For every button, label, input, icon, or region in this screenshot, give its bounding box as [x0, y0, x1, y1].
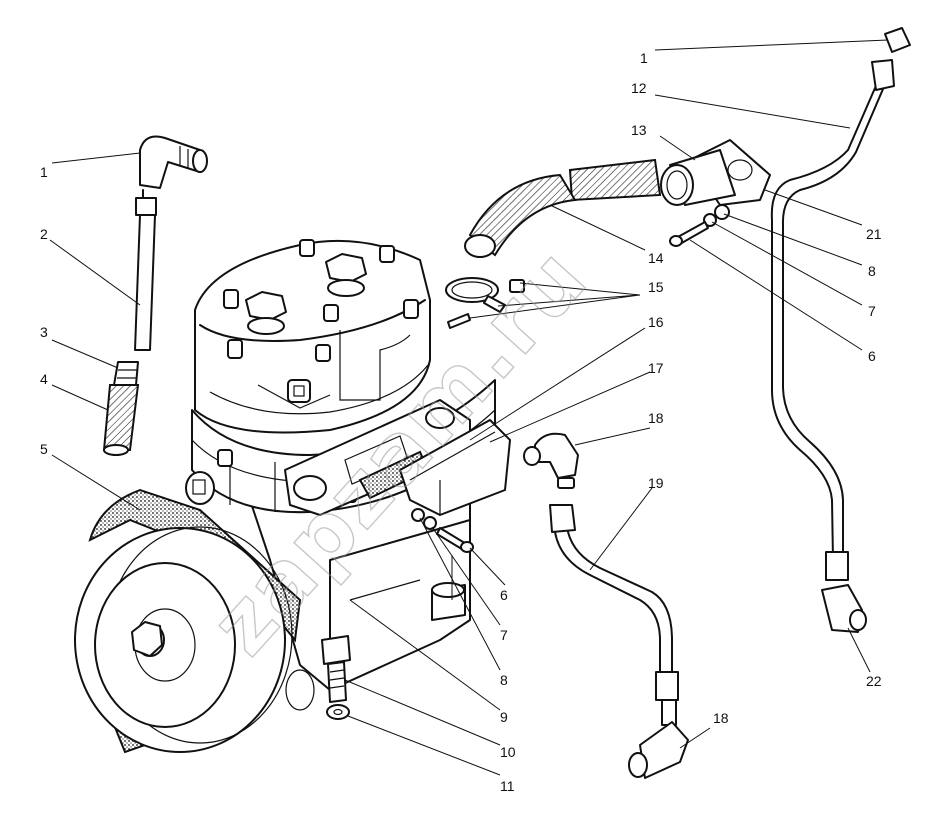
side-plug	[185, 471, 215, 505]
flange-bolt-set-lower	[411, 508, 474, 553]
callout-2: 2	[40, 226, 48, 242]
callout-14: 14	[648, 250, 664, 266]
callout-9: 9	[500, 709, 508, 725]
callout-18: 18	[648, 410, 664, 426]
callout-4: 4	[40, 371, 48, 387]
flange-pipe-13	[660, 149, 736, 206]
callout-11: 11	[500, 778, 515, 794]
callout-22: 22	[866, 673, 882, 689]
cylinder-head	[194, 239, 431, 503]
outlet-pipe-fitting	[399, 419, 511, 516]
callout-1: 1	[40, 164, 48, 180]
elbow-fitting-18-upper	[523, 432, 579, 489]
callout-8: 8	[868, 263, 876, 279]
callout-19: 19	[648, 475, 664, 491]
callout-18: 18	[713, 710, 729, 726]
elbow-fitting-18-lower	[628, 721, 689, 779]
flange-bolt-set-upper	[669, 204, 730, 247]
hose-clamps-15	[445, 277, 525, 329]
head-bolt-nuts	[217, 239, 419, 503]
callout-8: 8	[500, 672, 508, 688]
callout-17: 17	[648, 360, 664, 376]
connecting-pipe-19	[549, 504, 679, 726]
callout-16: 16	[648, 314, 664, 330]
callout-15: 15	[648, 279, 664, 295]
elbow-union-22	[821, 584, 867, 633]
callout-7: 7	[868, 303, 876, 319]
callout-21: 21	[866, 226, 882, 242]
callout-5: 5	[40, 441, 48, 457]
callout-labels: 1 1 2 3 4 5 6 6 7 7 8 8 9 10 11 12 13 14…	[40, 50, 882, 794]
callout-1: 1	[640, 50, 648, 66]
lock-washer	[326, 704, 350, 720]
rubber-hose-14	[464, 158, 662, 258]
hose-clamp-sleeve	[113, 361, 139, 386]
mounting-bolt	[321, 635, 351, 703]
long-pipe-12	[770, 27, 911, 581]
callout-3: 3	[40, 324, 48, 340]
intake-tube	[134, 189, 157, 351]
intake-elbow	[139, 135, 208, 189]
pulley	[74, 526, 315, 753]
intake-hose	[102, 384, 140, 456]
leader-lines	[49, 39, 889, 776]
callout-6: 6	[500, 587, 508, 603]
callout-10: 10	[500, 744, 516, 760]
compressor-crankcase	[249, 469, 471, 691]
callout-6: 6	[868, 348, 876, 364]
callout-13: 13	[631, 122, 647, 138]
callout-7: 7	[500, 627, 508, 643]
callout-12: 12	[631, 80, 647, 96]
